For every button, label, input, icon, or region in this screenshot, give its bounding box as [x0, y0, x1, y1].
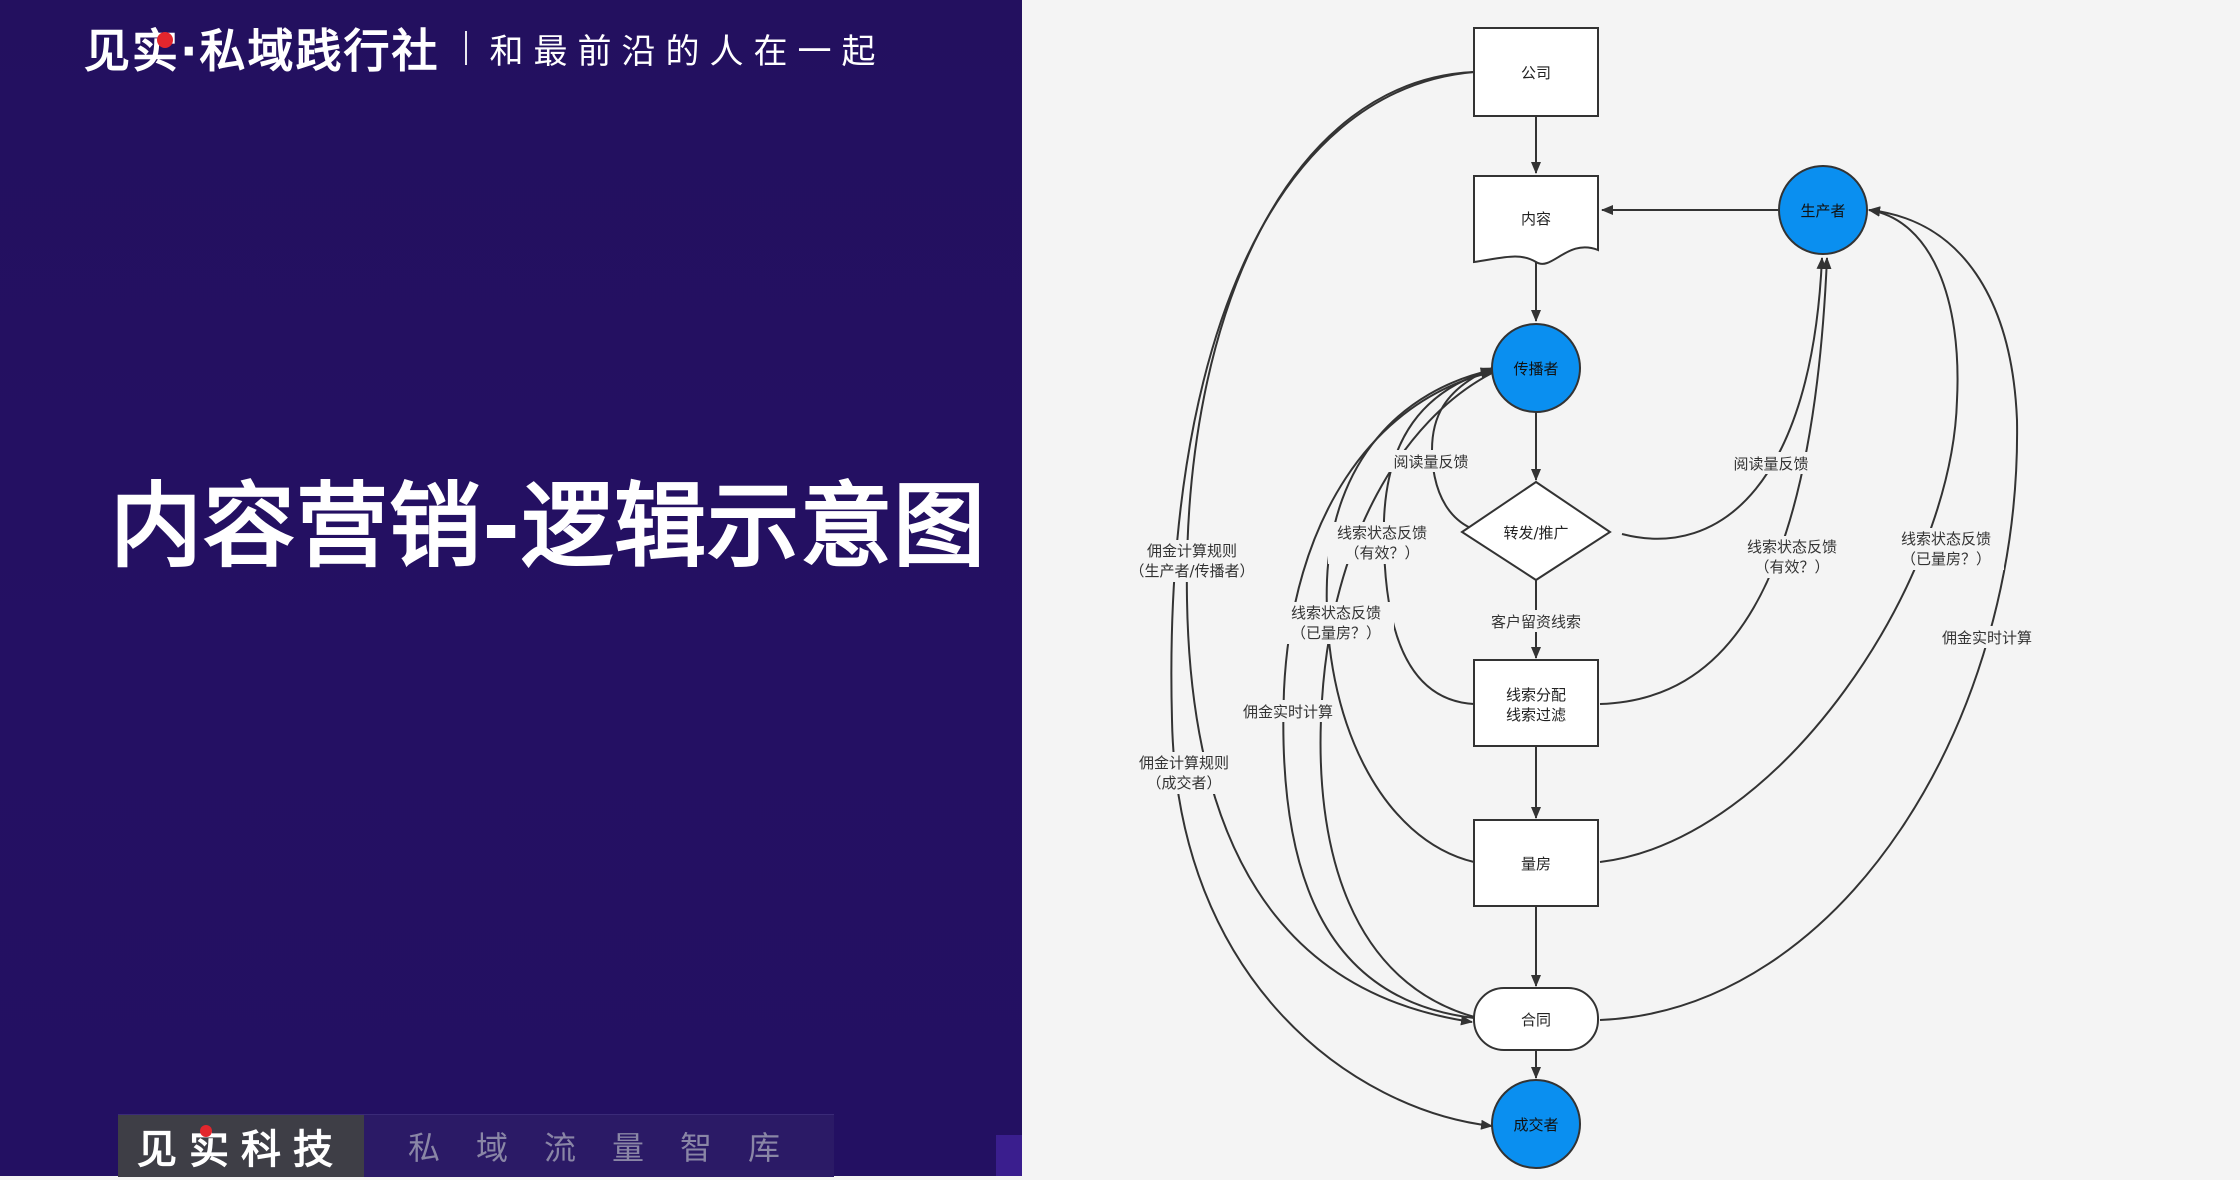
- edge-leads-spreader: [1382, 368, 1493, 705]
- node-company-label: 公司: [1521, 64, 1551, 82]
- svg-text:（成交者）: （成交者）: [1146, 774, 1221, 792]
- edge-leads-producer: [1599, 257, 1832, 705]
- brand-red-dot: [157, 32, 173, 48]
- node-contract-label: 合同: [1521, 1011, 1551, 1029]
- node-content-label: 内容: [1521, 210, 1551, 228]
- node-measure: 量房: [1473, 819, 1599, 907]
- node-forward: 转发/推广: [1460, 480, 1612, 582]
- edge-forward-producer-read: [1621, 257, 1827, 540]
- flow-diagram: 公司 内容 生产者 传播者 转发/推广 线索分配 线索过滤 量房: [1022, 0, 2240, 1176]
- node-content: 内容: [1473, 175, 1599, 265]
- node-producer-label: 生产者: [1800, 202, 1845, 220]
- svg-text:（已量房？）: （已量房？）: [1901, 550, 1991, 568]
- svg-text:佣金实时计算: 佣金实时计算: [1942, 629, 2032, 647]
- label-valid-left: 线索状态反馈 （有效？）: [1328, 522, 1436, 564]
- edge-measure-spreader: [1325, 367, 1493, 863]
- footer-tagline: 私域流量智库: [408, 1129, 817, 1167]
- node-company: 公司: [1473, 27, 1599, 117]
- node-closer: 成交者: [1491, 1079, 1581, 1169]
- svg-text:（有效？）: （有效？）: [1754, 558, 1829, 576]
- svg-text:阅读量反馈: 阅读量反馈: [1393, 453, 1468, 471]
- node-producer: 生产者: [1778, 165, 1868, 255]
- svg-text:阅读量反馈: 阅读量反馈: [1733, 455, 1808, 473]
- footer-bar: 见实科技 私域流量智库: [118, 1114, 834, 1177]
- svg-text:线索状态反馈: 线索状态反馈: [1901, 530, 1991, 548]
- edge-measure-producer: [1599, 206, 1959, 863]
- footer-logo-dot: [200, 1125, 212, 1137]
- flow-diagram-svg: 公司 内容 生产者 传播者 转发/推广 线索分配 线索过滤 量房: [1126, 27, 2038, 1169]
- label-measured-left: 线索状态反馈 （已量房？）: [1280, 602, 1394, 644]
- node-closer-label: 成交者: [1513, 1116, 1558, 1134]
- slide-title: 内容营销-逻辑示意图: [110, 473, 987, 580]
- node-spreader: 传播者: [1491, 323, 1581, 413]
- node-leads-label-1: 线索分配: [1506, 686, 1566, 704]
- node-forward-label: 转发/推广: [1503, 524, 1568, 542]
- node-spreader-label: 传播者: [1513, 360, 1558, 378]
- label-lead-capture: 客户留资线索: [1484, 610, 1588, 632]
- label-commission-rule-closer: 佣金计算规则 （成交者）: [1126, 752, 1250, 794]
- svg-text:佣金计算规则: 佣金计算规则: [1139, 754, 1229, 772]
- footer-accent: [996, 1135, 1022, 1176]
- node-measure-label: 量房: [1521, 855, 1551, 873]
- svg-text:线索状态反馈: 线索状态反馈: [1337, 524, 1427, 542]
- svg-text:佣金计算规则: 佣金计算规则: [1147, 542, 1237, 560]
- label-commission-realtime-right: 佣金实时计算: [1936, 626, 2038, 648]
- svg-text:客户留资线索: 客户留资线索: [1491, 613, 1581, 631]
- brand-slogan: 和最前沿的人在一起: [489, 31, 886, 72]
- brand-header: 见实·私域践行社 和最前沿的人在一起: [84, 18, 885, 78]
- node-leads-label-2: 线索过滤: [1506, 706, 1566, 724]
- svg-text:（有效？）: （有效？）: [1344, 544, 1419, 562]
- edge-contract-producer: [1599, 206, 2019, 1021]
- brand-name: 见实·私域践行社: [84, 24, 440, 78]
- edge-company-closer: [1170, 71, 1493, 1130]
- svg-text:线索状态反馈: 线索状态反馈: [1291, 604, 1381, 622]
- label-commission-realtime-left: 佣金实时计算: [1238, 700, 1338, 722]
- left-panel: 见实·私域践行社 和最前沿的人在一起 内容营销-逻辑示意图 见实科技 私域流量智…: [0, 0, 1022, 1177]
- svg-text:线索状态反馈: 线索状态反馈: [1747, 538, 1837, 556]
- node-leads: 线索分配 线索过滤: [1473, 659, 1599, 747]
- label-commission-rule-spreader: 佣金计算规则 （生产者/传播者）: [1126, 540, 1260, 582]
- edge-company-contract: [1185, 71, 1475, 1026]
- label-read-right: 阅读量反馈: [1726, 452, 1816, 474]
- svg-text:佣金实时计算: 佣金实时计算: [1243, 703, 1333, 721]
- label-measured-right: 线索状态反馈 （已量房？）: [1890, 528, 2004, 570]
- label-valid-right: 线索状态反馈 （有效？）: [1738, 536, 1846, 578]
- svg-text:（已量房？）: （已量房？）: [1291, 624, 1381, 642]
- footer-logo: 见实科技: [118, 1115, 364, 1177]
- svg-text:（生产者/传播者）: （生产者/传播者）: [1129, 562, 1254, 580]
- node-contract: 合同: [1473, 987, 1599, 1051]
- brand-divider: [465, 31, 468, 65]
- edge-contract-spreader: [1282, 369, 1493, 1019]
- label-read-left: 阅读量反馈: [1386, 450, 1476, 472]
